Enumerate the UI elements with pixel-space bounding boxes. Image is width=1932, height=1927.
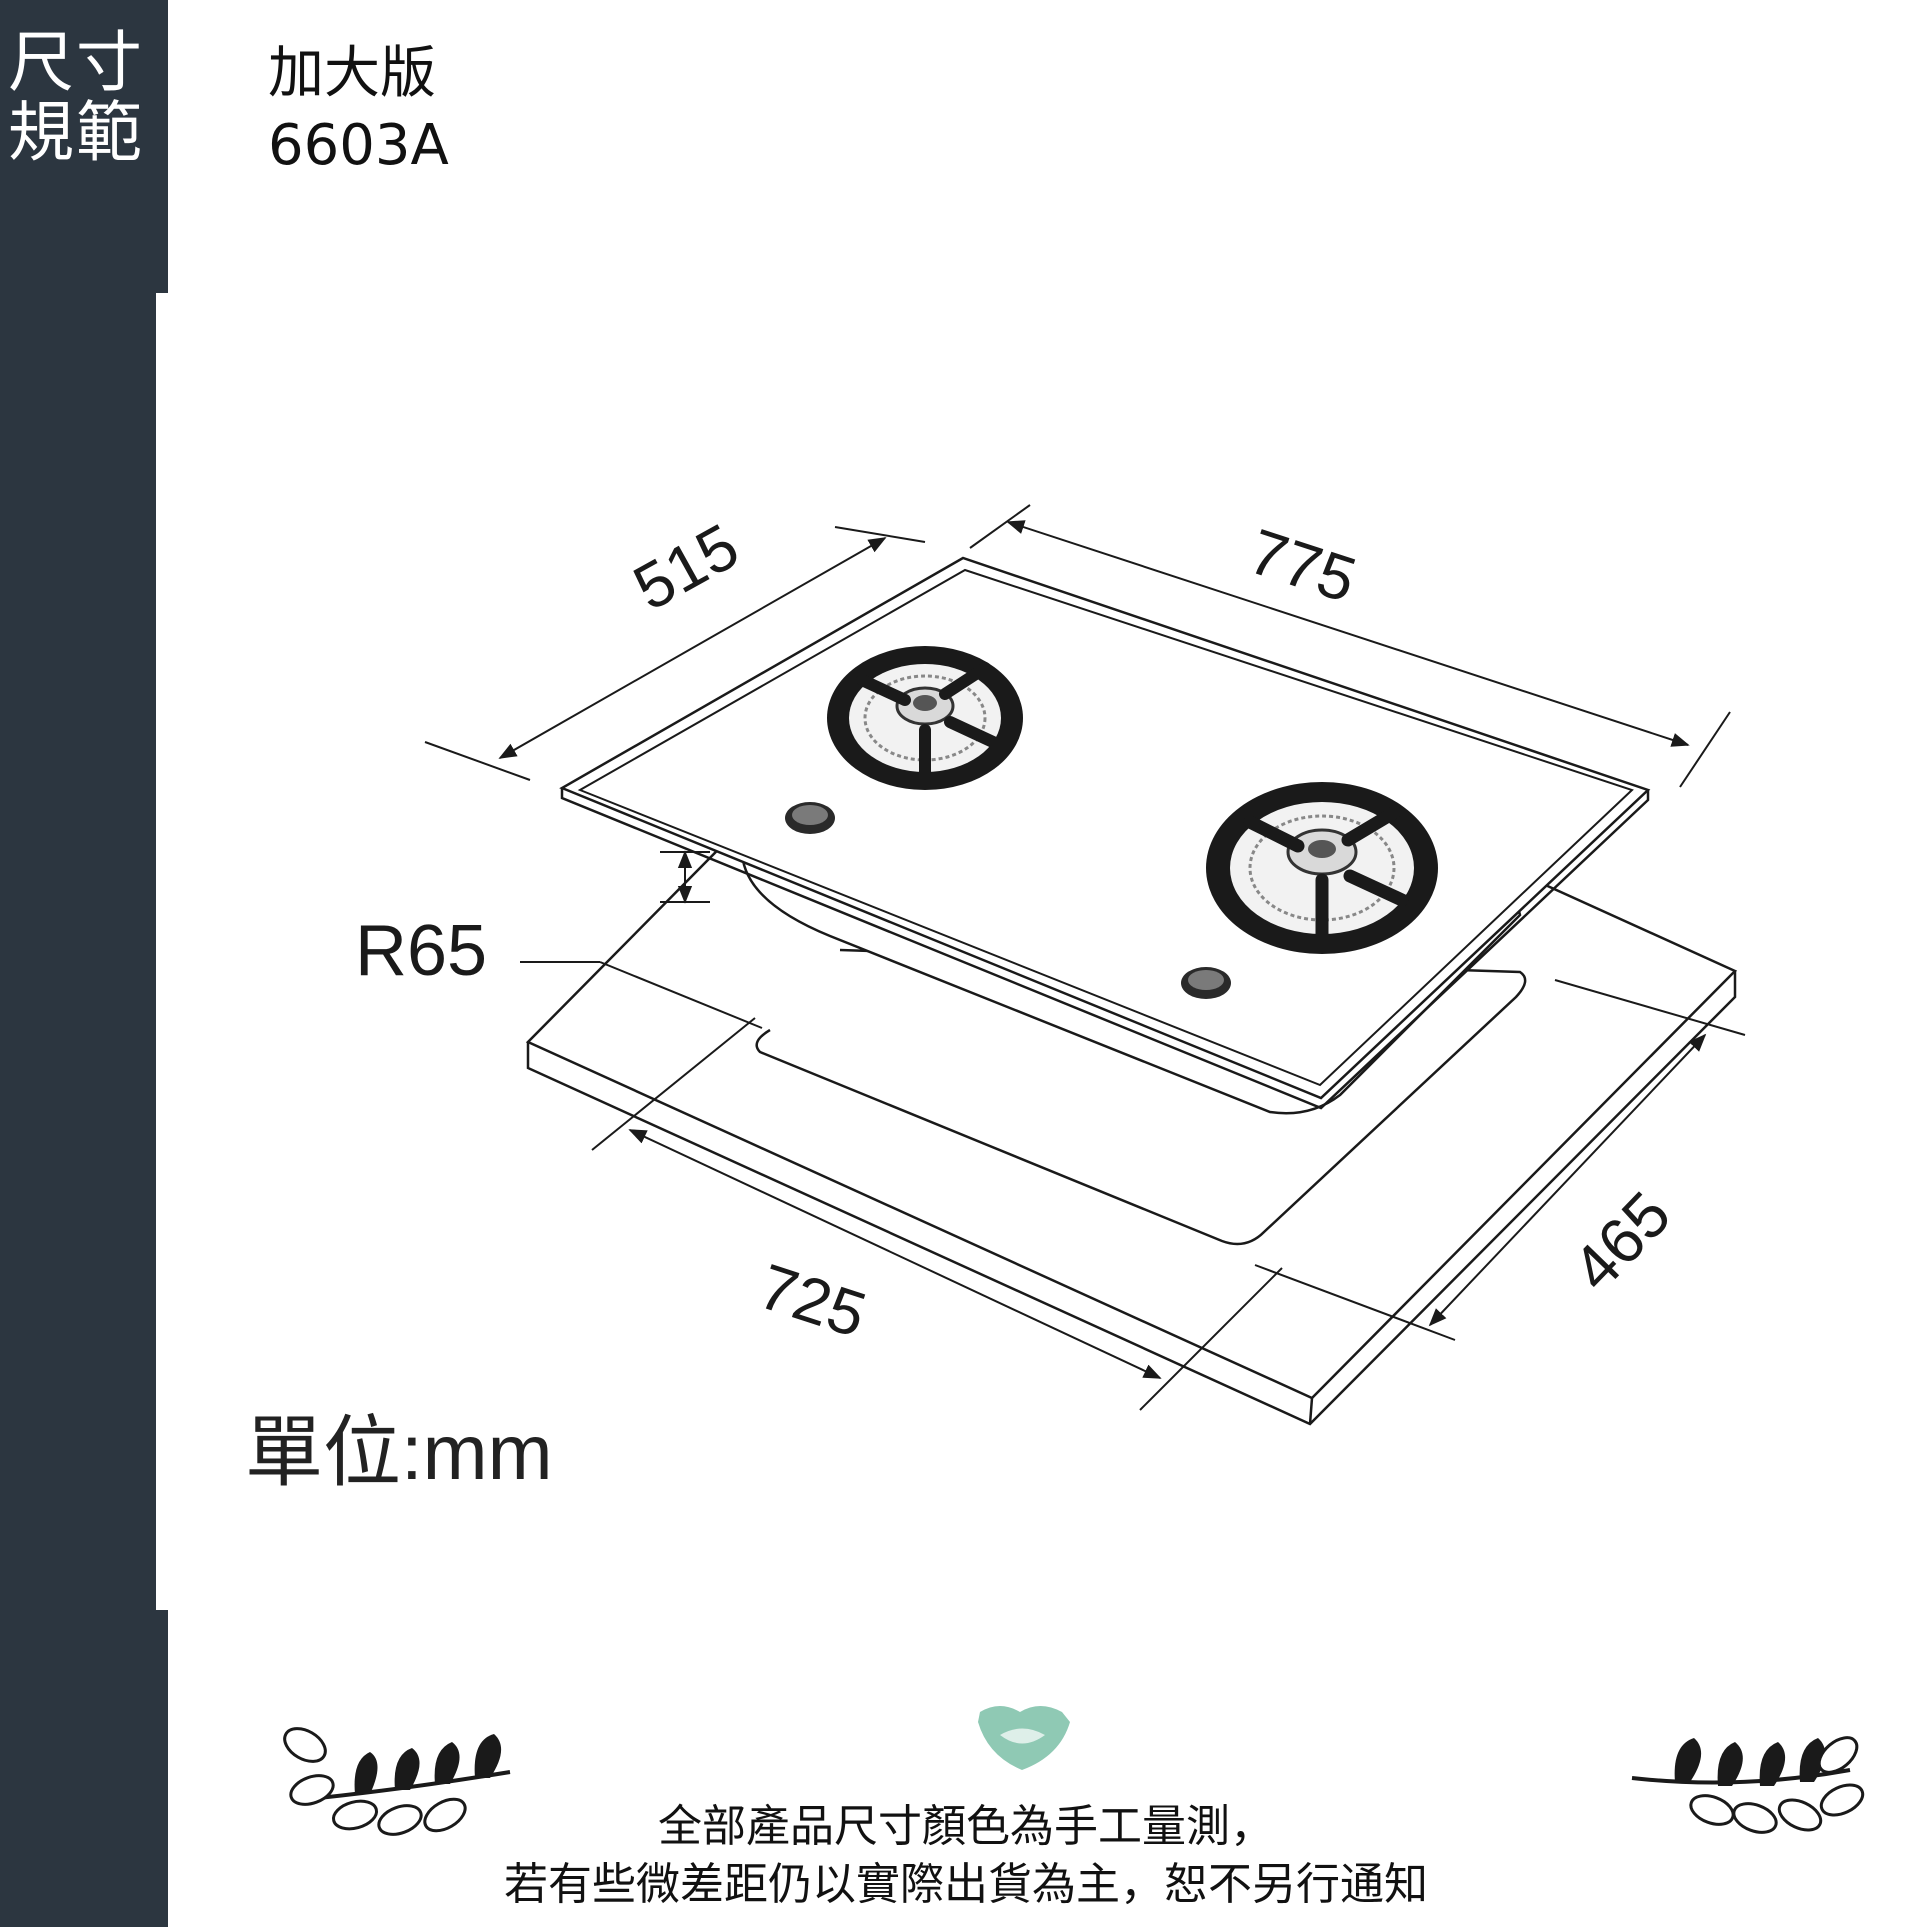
knob-right-icon: [1181, 967, 1231, 999]
burner-right-icon: [1206, 782, 1438, 954]
dimension-height-tick: [660, 850, 710, 904]
sidebar-header-block: [0, 0, 168, 293]
section-label-line2: 規範: [8, 94, 144, 171]
sidebar-strip: [0, 293, 156, 1610]
section-label-line1: 尺寸: [8, 24, 144, 101]
bird-logo-icon: [978, 1706, 1070, 1770]
radius-label: R65: [355, 911, 487, 991]
notice-line1: 全部產品尺寸顏色為手工量測，: [658, 1801, 1274, 1852]
model-number: 6603A: [268, 113, 449, 178]
dimension-775: [969, 504, 1731, 788]
notice-line2: 若有些微差距仍以實際出貨為主，恕不另行通知: [504, 1859, 1428, 1910]
burner-left-icon: [827, 646, 1023, 790]
dimension-515: [424, 526, 926, 781]
model-edition: 加大版: [268, 41, 436, 106]
dimension-725-label: 725: [751, 1250, 875, 1351]
dimension-775-label: 775: [1241, 515, 1365, 616]
leaf-branch-right-icon: [1631, 1736, 1865, 1834]
sidebar-footer-block: [0, 1610, 168, 1927]
knob-left-icon: [785, 802, 835, 834]
leaf-branch-left-icon: [283, 1727, 511, 1836]
unit-label: 單位:mm: [245, 1408, 553, 1496]
section-label: 尺寸 規範: [8, 28, 144, 168]
dimension-465-label: 465: [1558, 1178, 1684, 1305]
dimension-465: [1254, 979, 1746, 1341]
radius-leader: [520, 961, 763, 1029]
dimension-515-label: 515: [622, 510, 750, 625]
model-title: 加大版 6603A: [268, 38, 449, 182]
dimension-725: [591, 1017, 1283, 1411]
